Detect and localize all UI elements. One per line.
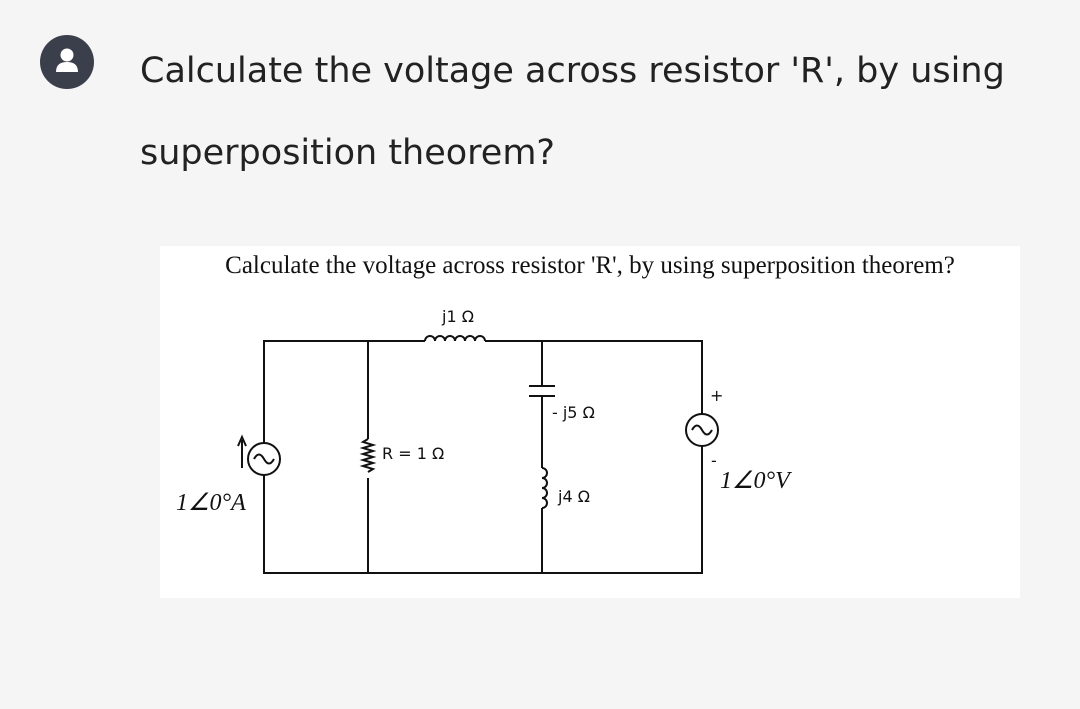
current-source-label: 1∠0°A bbox=[176, 490, 246, 516]
plus-sign: + bbox=[710, 386, 723, 405]
branch-inductor bbox=[541, 467, 548, 509]
top-wire-right bbox=[485, 340, 703, 581]
capacitor-label: - j5 Ω bbox=[552, 403, 595, 422]
inductor-top-label: j1 Ω bbox=[441, 307, 474, 326]
voltage-source-label: 1∠0°V bbox=[720, 468, 792, 494]
figure-title: Calculate the voltage across resistor 'R… bbox=[225, 252, 955, 279]
user-icon bbox=[56, 48, 78, 72]
circuit-diagram: j1 Ω - j5 Ω R = 1 Ω j4 Ω + - 1∠0°A 1∠0°V bbox=[176, 307, 792, 584]
top-inductor bbox=[424, 335, 486, 342]
resistor-zigzag bbox=[359, 438, 377, 473]
resistor-label: R = 1 Ω bbox=[382, 444, 444, 463]
bottom-wire bbox=[263, 486, 703, 581]
question-text: Calculate the voltage across resistor 'R… bbox=[140, 51, 1005, 173]
inductor-branch-label: j4 Ω bbox=[557, 487, 590, 506]
minus-sign: - bbox=[711, 451, 717, 470]
user-avatar[interactable] bbox=[40, 35, 94, 89]
top-wire-left bbox=[263, 340, 425, 432]
circuit-figure: Calculate the voltage across resistor 'R… bbox=[160, 246, 1020, 598]
